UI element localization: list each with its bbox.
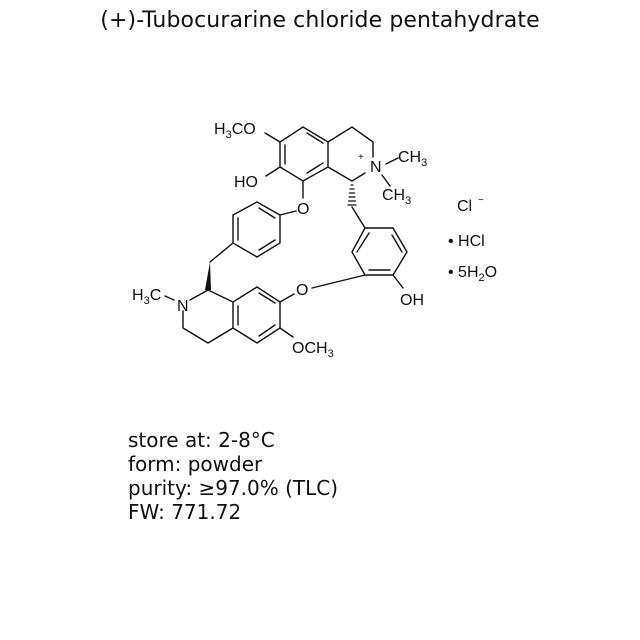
property-storage: store at: 2-8°C [128,428,275,452]
label-n-lower: N [177,298,189,315]
label-o-top: O [297,201,309,218]
label-n-plus: N [370,159,382,176]
properties-list: store at: 2-8°C form: powder purity: ≥97… [128,428,338,524]
ring-a [279,126,329,182]
label-o-mid: O [296,282,308,299]
compound-title: (+)-Tubocurarine chloride pentahydrate [100,8,540,33]
chloride-ion: Cl [457,198,472,215]
label-oh-right: OH [400,292,424,309]
label-ho-top: HO [234,174,258,191]
label-och3-bottom: OCH3 [292,340,334,360]
label-plus: + [358,152,364,163]
chloride-charge: − [478,195,484,206]
property-purity: purity: ≥97.0% (TLC) [128,476,339,500]
label-ch3-b: CH3 [382,187,411,207]
ring-phenol [351,227,408,276]
ring-b [232,286,281,344]
label-ch3-a: CH3 [398,149,427,169]
ring-phenylene [232,201,281,258]
property-fw: FW: 771.72 [128,500,242,524]
property-form: form: powder [128,452,263,476]
hcl-adduct: • HCl [448,233,485,250]
label-h3co-top: H3CO [214,121,256,141]
label-h3c-n: H3C [132,287,161,307]
water-adduct: • 5H2O [448,264,497,284]
